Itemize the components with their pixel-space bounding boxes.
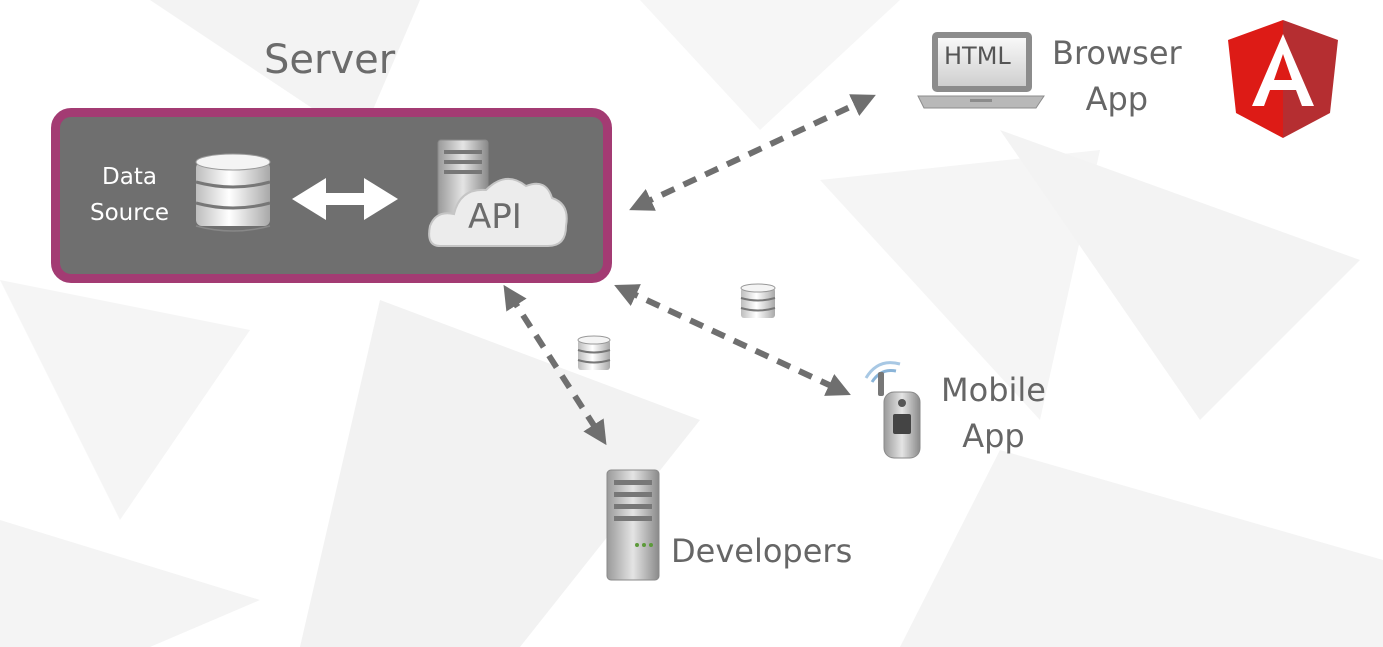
laptop-screen-text: HTML [944, 42, 1011, 70]
data-source-line2: Source [90, 199, 169, 226]
arrow-api-developers [503, 284, 607, 446]
server-title: Server [264, 37, 396, 83]
angular-logo [1228, 20, 1338, 138]
small-database-icon [740, 283, 776, 318]
bidirectional-arrow-icon [292, 178, 398, 220]
mobile-app-line2: App [962, 417, 1025, 456]
mobile-phone-icon [864, 361, 921, 459]
mobile-app-label: Mobile App [941, 367, 1046, 460]
browser-app-line2: App [1085, 80, 1149, 119]
arrow-api-browser [629, 94, 876, 211]
server-tower-icon [606, 469, 660, 581]
browser-app-line1: Browser [1052, 34, 1182, 72]
arrow-api-mobile [614, 284, 851, 396]
server-cloud-icon [428, 139, 568, 247]
developers-label: Developers [671, 532, 853, 570]
data-source-line1: Data [102, 164, 157, 190]
laptop-icon [917, 32, 1045, 109]
api-label: API [468, 197, 522, 237]
database-icon [195, 153, 271, 232]
browser-app-label: Browser App [1052, 30, 1182, 123]
small-database-icon [577, 335, 611, 370]
mobile-app-line1: Mobile [941, 371, 1046, 409]
data-source-label: Data Source [90, 160, 169, 231]
